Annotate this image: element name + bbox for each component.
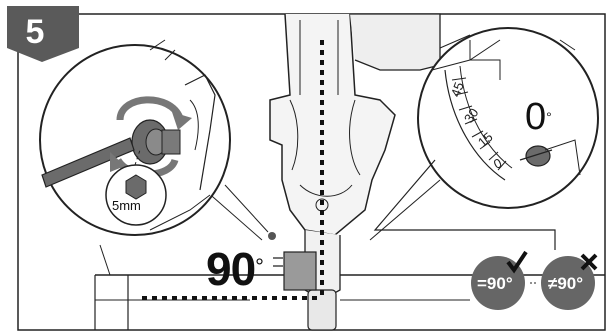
angle-label: 90° bbox=[206, 246, 263, 292]
right-zoom-circle bbox=[418, 28, 598, 208]
step-number: 5 bbox=[7, 6, 73, 58]
angle-value: 90 bbox=[206, 243, 255, 295]
correct-badge-label: =90° bbox=[477, 274, 513, 294]
scale-zero-label: 0° bbox=[525, 98, 552, 136]
hex-key-size: 5mm bbox=[112, 198, 141, 213]
scale-zero-value: 0 bbox=[525, 96, 546, 138]
scale-zero-unit: ° bbox=[546, 109, 552, 125]
angle-unit: ° bbox=[255, 254, 263, 279]
square-indicator bbox=[284, 252, 316, 290]
incorrect-badge-label: ≠90° bbox=[548, 274, 583, 294]
